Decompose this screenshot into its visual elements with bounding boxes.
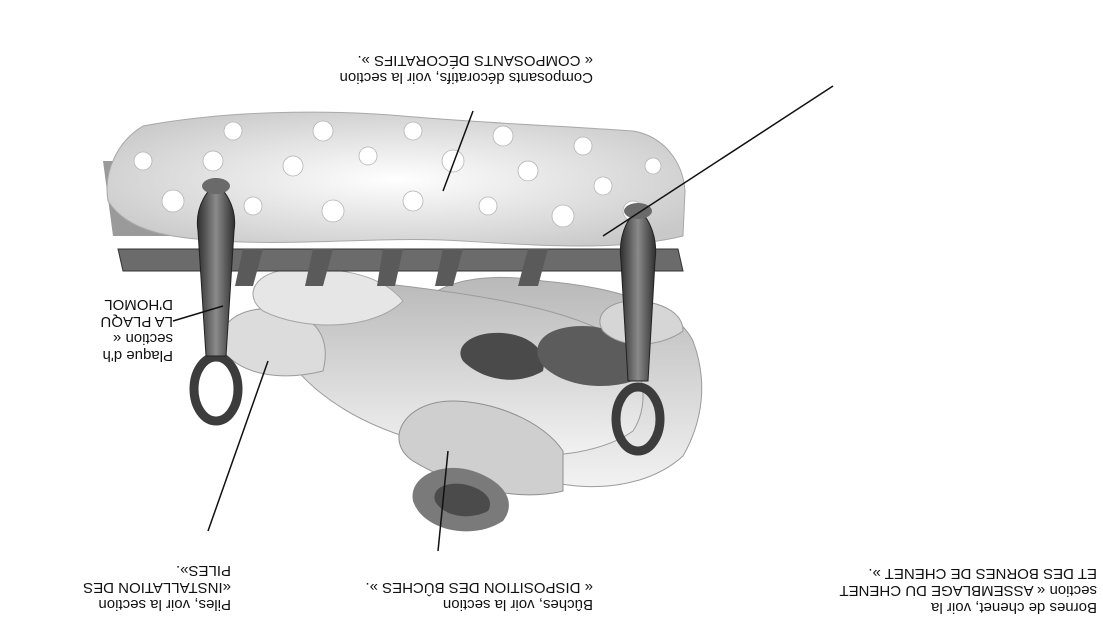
- andiron-right: [194, 178, 238, 421]
- label-composants-decoratifs: Composants décoratifs, voir la section «…: [193, 52, 593, 86]
- label-piles: Piles, voir la section «INSTALLATION DES…: [0, 562, 231, 613]
- decorative-glass-stones: [107, 112, 685, 246]
- label-bornes-de-chenet: Bornes de chenet, voir la section « ASSE…: [697, 565, 1097, 616]
- label-buches: Bûches, voir la section « DISPOSITION DE…: [193, 579, 593, 613]
- label-plaque-homologation: Plaque d'h section « LA PLAQU D'HOMOL: [0, 296, 173, 364]
